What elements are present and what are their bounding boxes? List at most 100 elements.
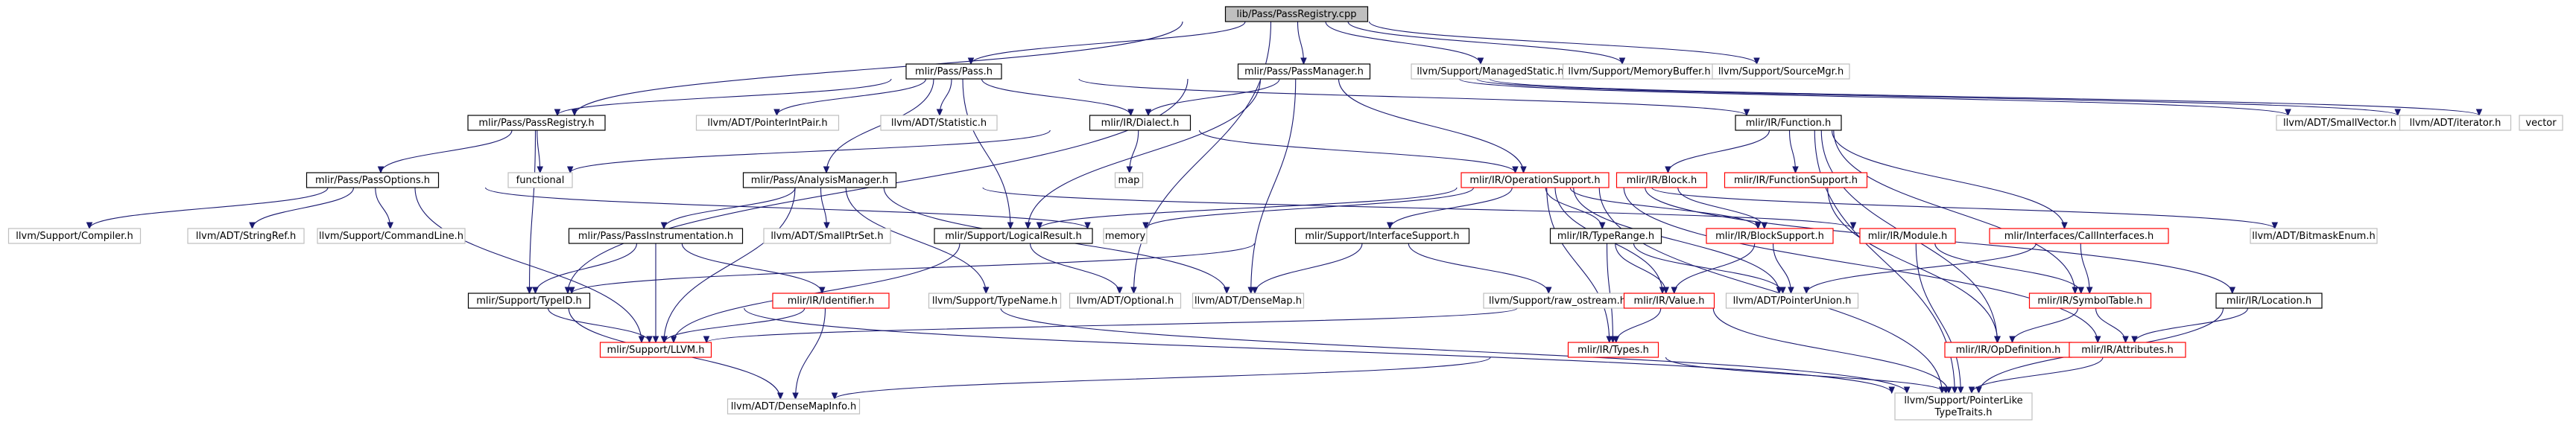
arrowhead: [936, 109, 943, 117]
node-functional: functional: [507, 172, 573, 188]
edge-pass-h-to-function-h: [1078, 78, 1750, 117]
node-box: [2215, 293, 2323, 309]
node-box: [1735, 115, 1842, 131]
node-label: llvm/ADT/DenseMapInfo.h: [731, 401, 856, 412]
node-block-h[interactable]: mlir/IR/Block.h: [1615, 172, 1708, 188]
node-box: [2250, 228, 2378, 244]
node-box: [1989, 228, 2169, 244]
edge-passmanager-h-to-operationsupport-h: [1338, 78, 1527, 174]
edge-line: [414, 187, 642, 343]
node-box: [772, 293, 890, 309]
edge-line: [664, 307, 806, 343]
edge-operationsupport-h-to-pointerliketypetraits: [1598, 187, 1946, 395]
edge-line: [1598, 187, 1943, 394]
node-label: mlir/IR/BlockSupport.h: [1715, 231, 1824, 242]
node-sourcemgr: llvm/Support/SourceMgr.h: [1712, 63, 1850, 80]
edge-line: [484, 187, 1089, 229]
node-passinstrumentation-h[interactable]: mlir/Pass/PassInstrumentation.h: [568, 228, 744, 244]
arrowhead: [2077, 287, 2085, 295]
arrowhead: [2009, 336, 2016, 344]
arrowhead: [1477, 57, 1484, 66]
node-passmanager-h[interactable]: mlir/Pass/PassManager.h: [1237, 63, 1371, 80]
node-label: mlir/Support/InterfaceSupport.h: [1305, 231, 1459, 242]
node-function-h[interactable]: mlir/IR/Function.h: [1735, 115, 1842, 131]
node-attributes-h[interactable]: mlir/IR/Attributes.h: [2069, 342, 2186, 358]
node-label: llvm/Support/ManagedStatic.h: [1417, 66, 1563, 77]
node-bitmaskenum: llvm/ADT/BitmaskEnum.h: [2250, 228, 2378, 244]
node-llvm-h[interactable]: mlir/Support/LLVM.h: [599, 342, 712, 358]
node-callinterfaces-h[interactable]: mlir/Interfaces/CallInterfaces.h: [1989, 228, 2169, 244]
node-value-h[interactable]: mlir/IR/Value.h: [1623, 293, 1715, 309]
node-operationsupport-h[interactable]: mlir/IR/OperationSupport.h: [1461, 172, 1610, 188]
edge-line: [834, 357, 1491, 400]
edge-function-h-to-symboltable-h: [1833, 130, 2079, 295]
node-label: llvm/Support/MemoryBuffer.h: [1568, 66, 1710, 77]
node-label: mlir/IR/Module.h: [1868, 231, 1948, 242]
node-box: [905, 63, 1002, 80]
edge-identifier-h-to-llvm-h: [661, 307, 806, 344]
arrowhead: [2072, 287, 2079, 295]
node-blocksupport-h[interactable]: mlir/IR/BlockSupport.h: [1706, 228, 1834, 244]
node-label: llvm/ADT/SmallPtrSet.h: [770, 231, 883, 242]
node-dialect-h[interactable]: mlir/IR/Dialect.h: [1089, 115, 1192, 131]
arrowhead: [1127, 109, 1134, 117]
node-functionsupport-h[interactable]: mlir/IR/FunctionSupport.h: [1724, 172, 1868, 188]
arrowhead: [1943, 386, 1949, 395]
edge-line: [1133, 21, 1272, 294]
arrowhead: [818, 287, 826, 295]
edge-interfacesupport-h-to-densemap: [1251, 243, 1363, 295]
node-identifier-h[interactable]: mlir/IR/Identifier.h: [772, 293, 890, 309]
edge-line: [1029, 243, 1121, 294]
node-box: [2399, 115, 2512, 131]
arrowhead: [566, 166, 574, 174]
node-pass-h[interactable]: mlir/Pass/Pass.h: [905, 63, 1002, 80]
node-location-h[interactable]: mlir/IR/Location.h: [2215, 293, 2323, 309]
node-types-h[interactable]: mlir/IR/Types.h: [1567, 342, 1659, 358]
node-box: [1725, 293, 1859, 309]
edge-line: [569, 130, 1051, 173]
node-symboltable-h[interactable]: mlir/IR/SymbolTable.h: [2028, 293, 2152, 309]
node-box: [880, 115, 998, 131]
node-interfacesupport-h[interactable]: mlir/Support/InterfaceSupport.h: [1294, 228, 1470, 244]
node-densemapinfo: llvm/ADT/DenseMapInfo.h: [727, 398, 861, 415]
node-map: map: [1114, 172, 1144, 188]
arrowhead: [1957, 386, 1964, 395]
node-label: mlir/Pass/PassInstrumentation.h: [578, 231, 733, 242]
node-typeid-h[interactable]: mlir/Support/TypeID.h: [467, 293, 591, 309]
node-label: lib/Pass/PassRegistry.cpp: [1237, 9, 1357, 20]
node-logicalresult-h[interactable]: mlir/Support/LogicalResult.h: [934, 228, 1093, 244]
node-typerange-h[interactable]: mlir/IR/TypeRange.h: [1549, 228, 1662, 244]
node-managedstatic: llvm/Support/ManagedStatic.h: [1411, 63, 1570, 80]
arrowhead: [670, 336, 677, 344]
node-label: llvm/ADT/PointerUnion.h: [1733, 296, 1852, 307]
arrowhead: [831, 392, 838, 400]
node-module-h[interactable]: mlir/IR/Module.h: [1859, 228, 1956, 244]
edge-line: [1814, 130, 1955, 394]
arrowhead: [1025, 222, 1031, 230]
edge-typeid-h-to-llvm-h: [547, 307, 653, 344]
arrowhead: [1779, 287, 1786, 295]
node-label: llvm/Support/CommandLine.h: [319, 231, 463, 242]
edge-module-h-to-pointerliketypetraits: [1915, 243, 1964, 395]
node-opdefinition-h[interactable]: mlir/IR/OpDefinition.h: [1944, 342, 2072, 358]
edge-line: [1338, 78, 1525, 173]
arrowhead: [823, 166, 830, 174]
arrowhead: [1613, 336, 1620, 344]
node-label: llvm/Support/TypeName.h: [932, 296, 1057, 307]
node-box: [1089, 115, 1192, 131]
node-box: [2028, 293, 2152, 309]
node-passoptions-h[interactable]: mlir/Pass/PassOptions.h: [306, 172, 440, 188]
edge-passoptions-h-to-memory: [484, 187, 1091, 230]
edge-line: [547, 307, 651, 343]
edge-interfacesupport-h-to-raw-ostream: [1408, 243, 1552, 295]
node-label: mlir/IR/Types.h: [1577, 345, 1649, 356]
edge-line: [663, 187, 796, 343]
node-memory: memory: [1103, 228, 1148, 244]
node-root[interactable]: lib/Pass/PassRegistry.cpp: [1224, 6, 1369, 22]
node-label: mlir/Support/TypeID.h: [476, 296, 581, 307]
node-analysismanager-h[interactable]: mlir/Pass/AnalysisManager.h: [742, 172, 897, 188]
arrowhead: [1743, 109, 1750, 117]
edge-dialect-h-to-operationsupport-h: [1198, 130, 1519, 174]
node-passregistry-h[interactable]: mlir/Pass/PassRegistry.h: [467, 115, 606, 131]
